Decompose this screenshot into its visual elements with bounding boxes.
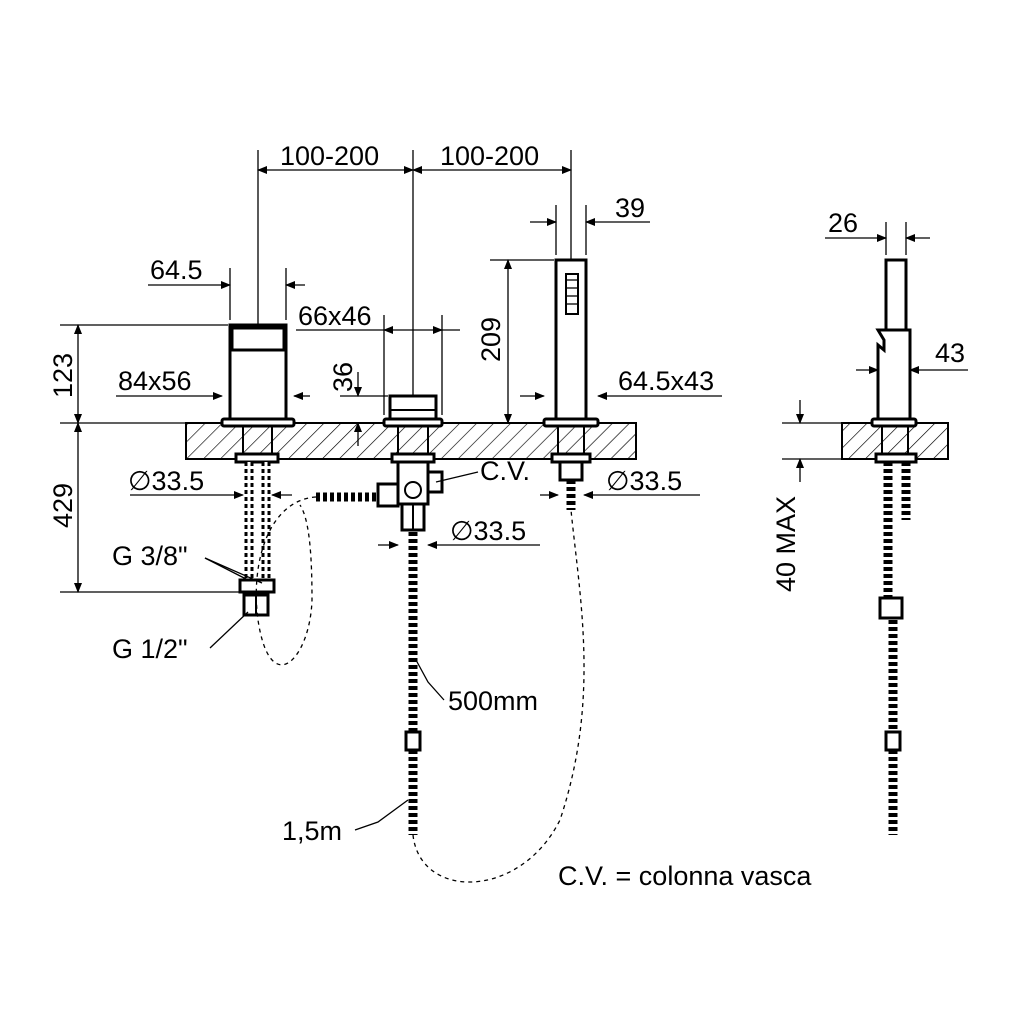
label-hole-right-value: 33.5 (630, 466, 683, 496)
label-side-width: 26 (828, 208, 858, 238)
label-spacing-right: 100-200 (440, 141, 539, 171)
label-below-deck: 429 (48, 483, 78, 528)
label-hose-short: 500mm (448, 686, 538, 716)
label-handle-height: 123 (48, 353, 78, 398)
label-hole-right: ∅33.5 (606, 466, 682, 496)
label-deck-thickness: 40 MAX (771, 496, 801, 592)
dim-handshower-height (490, 259, 554, 424)
dim-handle-width (148, 268, 305, 320)
mixer-handle (220, 323, 296, 428)
label-spacing-left: 100-200 (280, 141, 379, 171)
flexible-hose-loop (255, 496, 317, 666)
label-hole-left-value: 33.5 (152, 466, 205, 496)
label-thread-top: G 3/8" (112, 541, 188, 571)
label-handshower-width: 39 (615, 193, 645, 223)
side-view (870, 258, 918, 835)
label-handle-width: 64.5 (150, 255, 203, 285)
leader-cv (435, 471, 479, 483)
leader-500mm (415, 659, 445, 701)
label-hose-long: 1,5m (282, 816, 342, 846)
bath-column (376, 394, 444, 532)
hose-1-5m (404, 532, 422, 835)
label-spout-base: 66x46 (298, 301, 372, 331)
label-hole-middle-value: 33.5 (474, 516, 527, 546)
label-hole-left: ∅33.5 (128, 466, 204, 496)
label-hole-middle: ∅33.5 (450, 516, 526, 546)
dim-below-deck (60, 422, 240, 593)
label-legend: C.V. = colonna vasca (558, 861, 812, 891)
dim-spout-height (340, 372, 388, 446)
leader-1-5m (354, 799, 409, 831)
hand-shower (542, 258, 600, 510)
label-handshower-height: 209 (476, 317, 506, 362)
label-side-base: 43 (935, 338, 965, 368)
label-thread-bottom: G 1/2" (112, 634, 188, 664)
label-cv: C.V. (480, 456, 530, 486)
label-spout-height: 36 (328, 362, 358, 392)
flexible-hose-shower (412, 509, 585, 883)
dim-side-width (825, 222, 930, 255)
label-handshower-base: 64.5x43 (618, 366, 714, 396)
dim-spacing-left (257, 150, 414, 396)
handle-shank (234, 425, 280, 617)
dim-spacing-right (412, 150, 572, 260)
dim-spout-base (296, 315, 460, 415)
leader-thread-top-2 (204, 557, 263, 584)
leader-thread-bottom (209, 611, 249, 649)
dim-deck-thickness (782, 400, 842, 482)
dim-handshower-width (530, 205, 650, 255)
label-handle-base: 84x56 (118, 366, 192, 396)
